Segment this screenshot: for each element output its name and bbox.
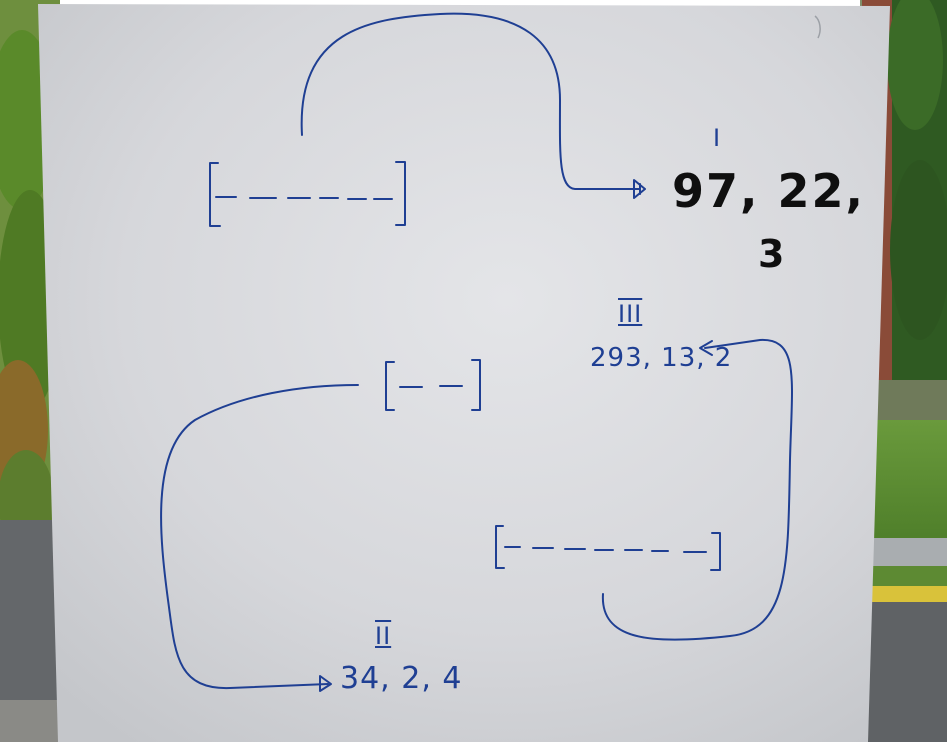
code-i-line-2: 3 [758, 232, 785, 276]
arrow-path-3 [601, 338, 793, 641]
blank-bracket-2 [385, 359, 481, 411]
label-roman-i: I [713, 124, 722, 152]
blank-bracket-1 [209, 161, 406, 227]
arrowhead-2 [319, 675, 332, 692]
label-roman-ii: II [375, 622, 392, 650]
code-i-line-1: 97, 22, [672, 164, 865, 218]
arrowhead-3 [699, 340, 713, 356]
arrow-path-2 [160, 384, 359, 690]
code-iii: 293, 13, 2 [590, 343, 733, 373]
paper-sheet [38, 4, 890, 742]
ink-drawings [160, 12, 793, 692]
code-ii: 34, 2, 4 [340, 661, 463, 696]
label-roman-iii: III [618, 300, 643, 328]
blank-bracket-3 [495, 525, 721, 571]
arrow-path-1 [300, 12, 641, 190]
